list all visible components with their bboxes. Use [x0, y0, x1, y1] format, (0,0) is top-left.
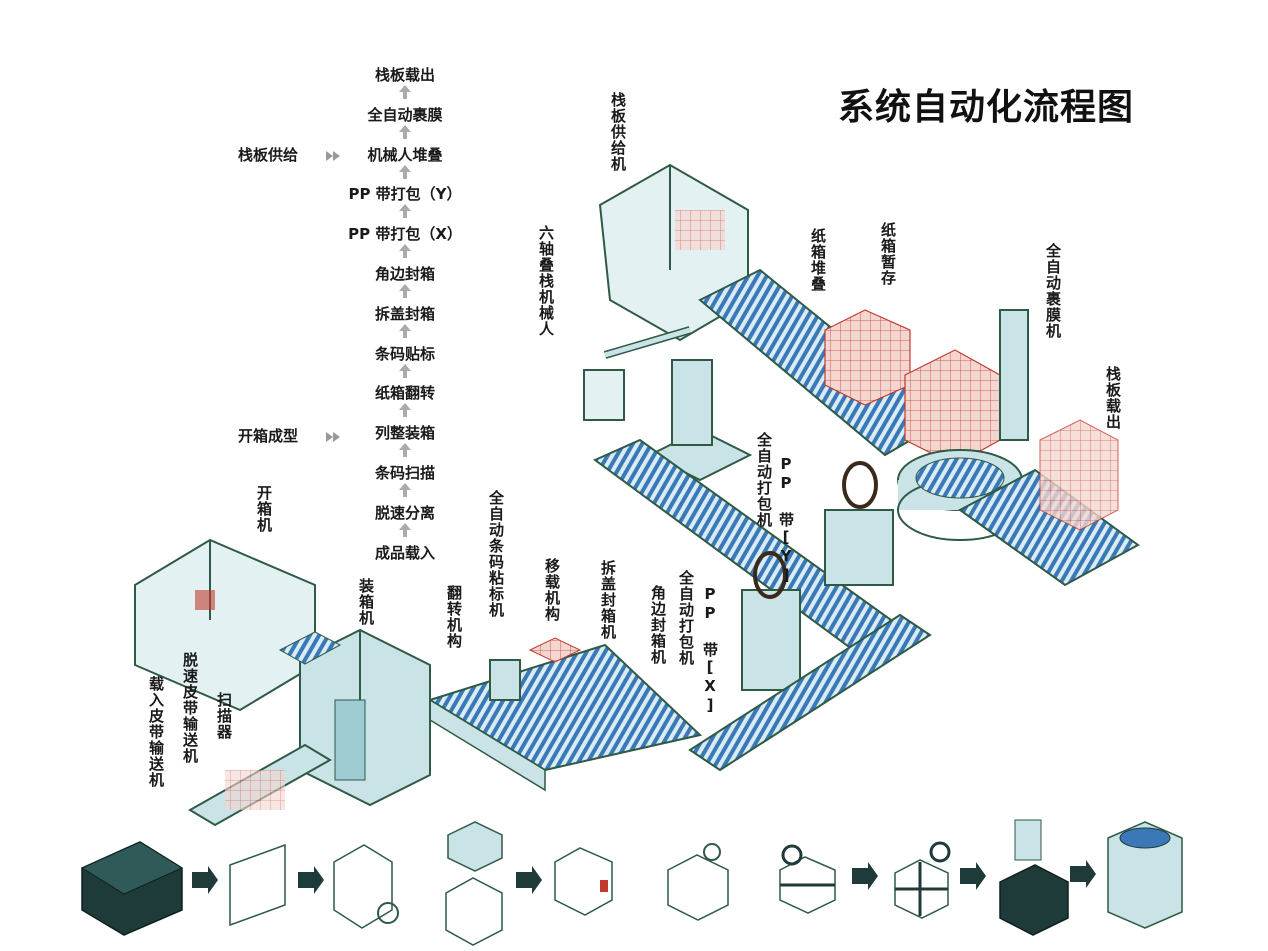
carton-buffer-stack: [824, 309, 1001, 466]
label-infeed-belt: 载入皮带输送机: [147, 676, 165, 788]
label-carton-stack: 纸箱堆叠: [809, 228, 827, 292]
flow-step: 纸箱翻转: [374, 384, 435, 403]
process-icons-row: [80, 819, 1183, 946]
side-input-pallet-supply: 栈板供给: [238, 146, 299, 164]
up-arrow-icon: [399, 323, 411, 338]
label-auto-wrapper: 全自动裹膜机: [1044, 243, 1062, 339]
up-arrow-icon: [399, 243, 411, 259]
up-arrow-icon: [399, 522, 411, 537]
up-arrow-icon: [399, 124, 411, 139]
up-arrow-icon: [399, 363, 411, 378]
flow-step: 条码扫描: [374, 464, 435, 482]
up-arrow-icon: [399, 482, 411, 497]
label-auto-labeler: 全自动条码粘标机: [487, 490, 505, 618]
up-arrow-icon: [399, 442, 411, 458]
strapper-x-machine: [741, 551, 801, 691]
diagram-title: 系统自动化流程图: [838, 87, 1135, 128]
up-arrow-icon: [399, 84, 411, 99]
labeler-machine: [489, 659, 521, 701]
flow-step: 脱速分离: [374, 503, 435, 522]
flow-step: PP 带打包（X）: [348, 225, 462, 244]
flow-step: 列整装箱: [374, 424, 435, 443]
label-flipper: 翻转机构: [445, 585, 463, 649]
label-scanner: 扫描器: [215, 692, 233, 740]
up-arrow-icon: [399, 283, 411, 298]
infeed-conveyor: [278, 631, 342, 665]
packer-machine: [299, 628, 431, 807]
label-packer: 装箱机: [357, 578, 375, 626]
transfer-mechanism: [528, 637, 582, 663]
label-pallet-supplier: 栈板供给机: [609, 92, 627, 172]
flow-step: 栈板载出: [374, 66, 435, 84]
double-arrow-icon: [326, 147, 342, 166]
label-top-sealer: 拆盖封箱机: [599, 560, 617, 640]
label-strapper-y-tag: PP 带[Y]: [777, 455, 795, 585]
label-strapper-y: 全自动打包机: [755, 432, 773, 528]
strapper-y-machine: [824, 461, 894, 586]
flow-step: PP 带打包（Y）: [348, 185, 462, 204]
outfeed-conveyor: [958, 468, 1140, 587]
side-input-box-forming: 开箱成型: [238, 427, 299, 445]
flow-step: 全自动裹膜: [367, 105, 443, 124]
double-arrow-icon: [326, 428, 342, 447]
flow-step: 条码贴标: [374, 344, 435, 363]
up-arrow-icon: [399, 203, 411, 219]
flow-step: 机械人堆叠: [367, 145, 443, 164]
flow-step: 拆盖封箱: [374, 304, 435, 323]
label-strapper-x-tag: PP 带[X]: [701, 585, 719, 715]
up-arrow-icon: [399, 402, 411, 418]
flow-step: 角边封箱: [374, 265, 435, 283]
label-decel-belt: 脱速皮带输送机: [181, 652, 199, 764]
lower-conveyor: [688, 613, 932, 772]
label-strapper-x: 全自动打包机: [677, 570, 695, 666]
label-corner-sealer: 角边封箱机: [649, 585, 667, 665]
up-arrow-icon: [399, 164, 411, 179]
label-box-opener: 开箱机: [255, 485, 273, 533]
flow-step: 成品载入: [374, 543, 435, 562]
label-carton-buffer: 纸箱暂存: [879, 222, 897, 286]
label-pallet-out: 栈板载出: [1104, 366, 1122, 430]
label-six-axis-robot: 六轴叠栈机械人: [537, 225, 555, 337]
label-transfer: 移载机构: [543, 558, 561, 622]
